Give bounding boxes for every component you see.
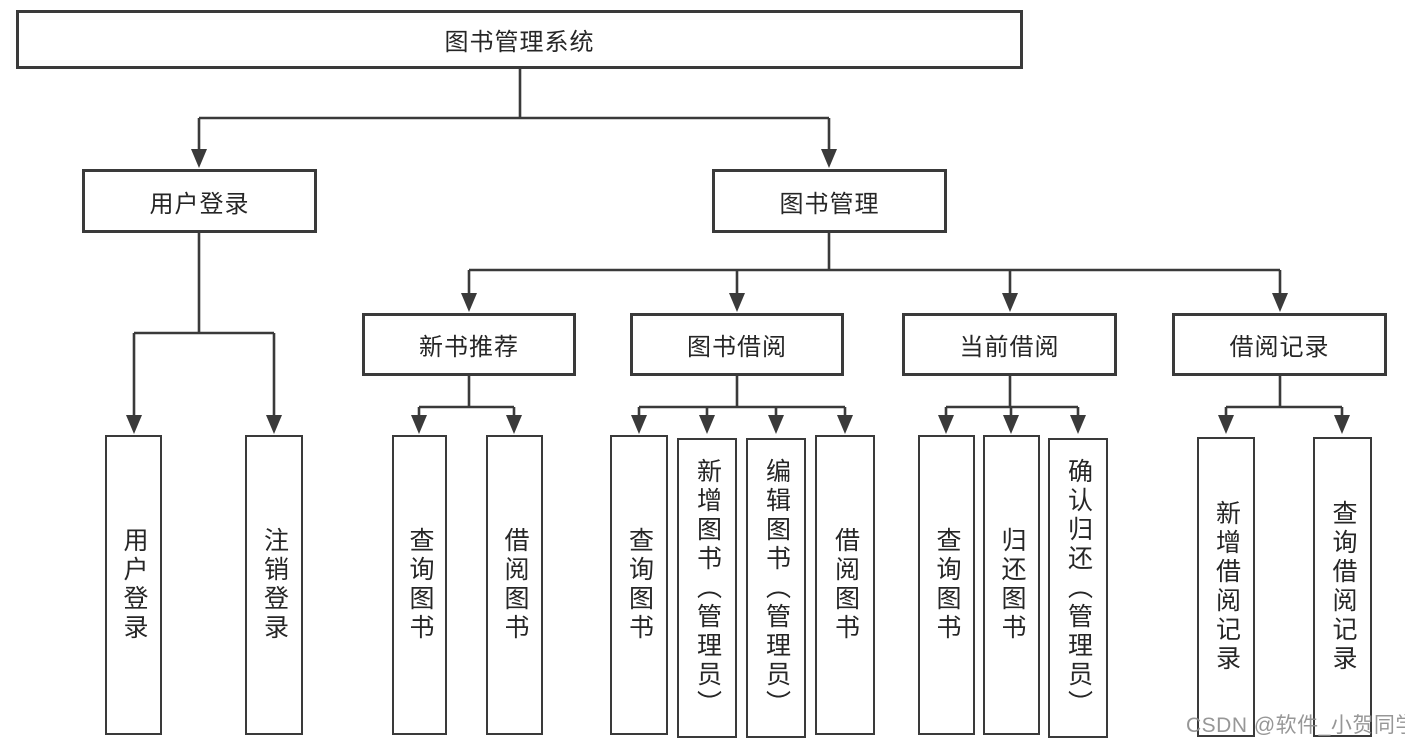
node-current-borrowing: 当前借阅	[902, 313, 1117, 376]
node-user-login: 用户登录	[82, 169, 317, 233]
leaf-query-borrow-record-label: 查询借阅记录	[1329, 500, 1357, 674]
leaf-query-book-borrow: 查询图书	[610, 435, 668, 735]
leaf-borrow-book-label: 借阅图书	[831, 527, 860, 643]
node-current-borrowing-label: 当前借阅	[959, 334, 1060, 361]
node-root-label: 图书管理系统	[444, 29, 595, 56]
leaf-confirm-return-admin-label: 确认归还（管理员）	[1064, 457, 1093, 719]
leaf-query-book-borrow-label: 查询图书	[625, 527, 654, 643]
node-root: 图书管理系统	[16, 10, 1023, 69]
leaf-query-book-recommend-label: 查询图书	[406, 527, 434, 643]
node-book-management: 图书管理	[712, 169, 947, 233]
leaf-query-borrow-record: 查询借阅记录	[1313, 437, 1372, 737]
node-book-borrowing-label: 图书借阅	[687, 334, 787, 361]
leaf-return-book: 归还图书	[983, 435, 1040, 735]
csdn-watermark: CSDN @软件_小贺同学	[1186, 714, 1405, 737]
leaf-add-borrow-record-label: 新增借阅记录	[1212, 500, 1241, 674]
node-borrow-records-label: 借阅记录	[1229, 334, 1330, 361]
leaf-add-borrow-record: 新增借阅记录	[1197, 437, 1255, 737]
node-book-borrowing: 图书借阅	[630, 313, 844, 376]
leaf-logout: 注销登录	[245, 435, 303, 735]
leaf-confirm-return-admin: 确认归还（管理员）	[1048, 438, 1108, 738]
node-new-book-recommend: 新书推荐	[362, 313, 576, 376]
node-borrow-records: 借阅记录	[1172, 313, 1387, 376]
leaf-add-book-admin-label: 新增图书（管理员）	[693, 457, 722, 719]
leaf-user-login-label: 用户登录	[120, 527, 148, 643]
leaf-edit-book-admin: 编辑图书（管理员）	[746, 438, 806, 738]
leaf-borrow-book-recommend-label: 借阅图书	[501, 527, 529, 643]
node-book-management-label: 图书管理	[779, 190, 880, 218]
leaf-borrow-book: 借阅图书	[815, 435, 875, 735]
node-new-book-recommend-label: 新书推荐	[419, 334, 519, 361]
leaf-add-book-admin: 新增图书（管理员）	[677, 438, 737, 738]
leaf-logout-label: 注销登录	[260, 527, 289, 643]
leaf-return-book-label: 归还图书	[998, 527, 1026, 643]
leaf-user-login: 用户登录	[105, 435, 162, 735]
leaf-query-book-current: 查询图书	[918, 435, 975, 735]
leaf-borrow-book-recommend: 借阅图书	[486, 435, 543, 735]
node-user-login-label: 用户登录	[149, 190, 250, 218]
leaf-query-book-current-label: 查询图书	[933, 527, 961, 643]
leaf-query-book-recommend: 查询图书	[392, 435, 447, 735]
leaf-edit-book-admin-label: 编辑图书（管理员）	[762, 457, 791, 719]
